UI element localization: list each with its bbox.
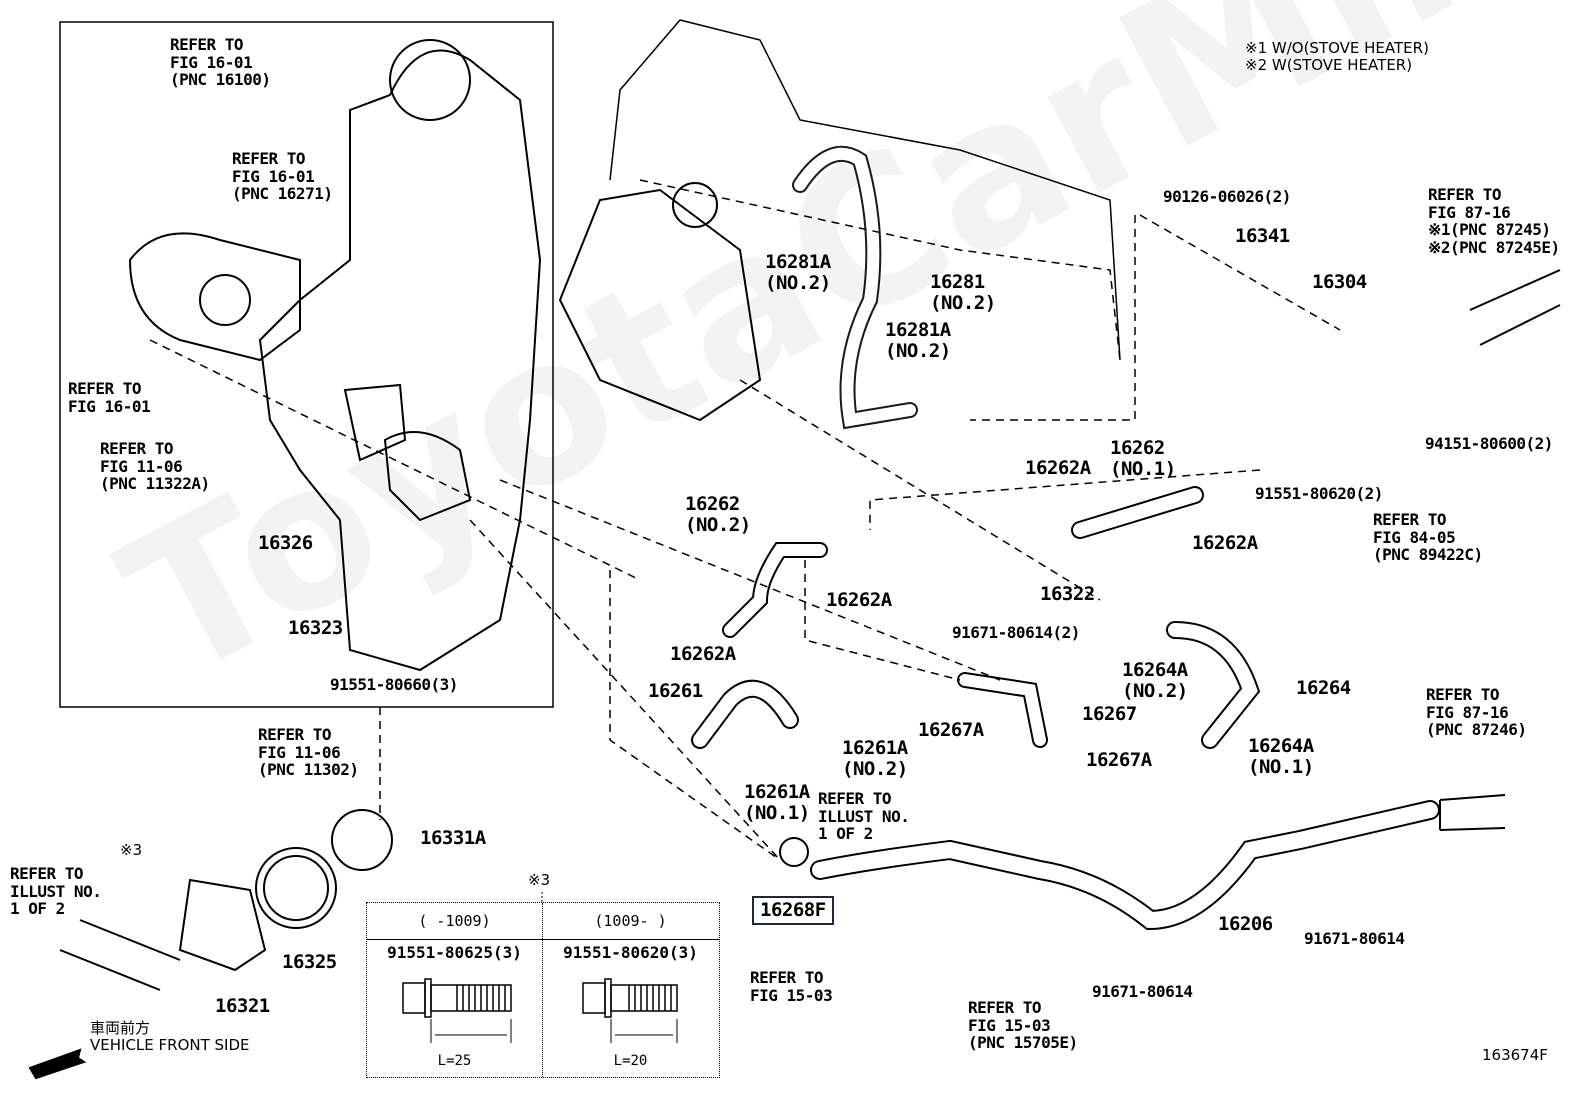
cover-seal [389, 39, 471, 121]
callout-refer-15705E: REFER TO FIG 15-03 (PNC 15705E) [968, 998, 1078, 1053]
bolt-length: L=20 [613, 1053, 648, 1069]
bolt-length: L=25 [437, 1053, 472, 1069]
callout-refer-11302: REFER TO FIG 11-06 (PNC 11302) [258, 725, 359, 780]
callout-refer-16100: REFER TO FIG 16-01 (PNC 16100) [170, 35, 271, 90]
part-16267A: 16267A [918, 719, 984, 741]
heater-hose-87245 [1469, 269, 1561, 346]
gasket-16325 [255, 847, 337, 929]
bolt-drawings [402, 978, 678, 1043]
part-91551-80620: 91551-80620(2) [1255, 484, 1383, 503]
table-header-range: ( -1009) [418, 912, 491, 930]
timing-cover [258, 49, 542, 672]
note-mark-3-table: ※3 [528, 871, 551, 889]
part-16261A-no1: 16261A (NO.1) [744, 781, 810, 824]
part-16268F-highlighted[interactable]: 16268F [752, 896, 834, 925]
housing-16323 [383, 431, 472, 522]
callout-refer-11322A: REFER TO FIG 11-06 (PNC 11322A) [100, 439, 210, 494]
throttle-port [672, 182, 718, 228]
callout-refer-87245: REFER TO FIG 87-16 ※1(PNC 87245) ※2(PNC … [1428, 185, 1560, 257]
thermostat-16331A [331, 809, 393, 871]
callout-refer-16-01: REFER TO FIG 16-01 [68, 379, 151, 416]
radiator-hose [59, 919, 181, 991]
table-header-range: (1009- ) [594, 912, 667, 930]
water-pump-pulley [199, 274, 251, 326]
table-part-number: 91551-80625(3) [387, 943, 522, 962]
part-16322: 16322 [1040, 583, 1095, 605]
table-part-number: 91551-80620(3) [563, 943, 698, 962]
part-16262A: 16262A [826, 589, 892, 611]
callout-refer-89422C: REFER TO FIG 84-05 (PNC 89422C) [1373, 510, 1483, 565]
part-91551-80660: 91551-80660(3) [330, 675, 458, 694]
part-16262A: 16262A [1192, 532, 1258, 554]
part-16206: 16206 [1218, 913, 1273, 935]
note-mark-3: ※3 [120, 841, 143, 859]
part-16281A: 16281A (NO.2) [765, 251, 831, 294]
inset-frame [59, 21, 554, 708]
throttle-body [558, 188, 762, 422]
bolt-head-icon [582, 982, 606, 1014]
part-91671-80614-2: 91671-80614(2) [952, 623, 1080, 642]
engine-block [609, 19, 1121, 361]
part-16323: 16323 [288, 617, 343, 639]
bolt-head-icon [402, 982, 426, 1014]
part-90126-06026: 90126-06026(2) [1163, 187, 1291, 206]
callout-refer-illust-left: REFER TO ILLUST NO. 1 OF 2 [10, 864, 102, 919]
part-16267A: 16267A [1086, 749, 1152, 771]
part-16264A-no2: 16264A (NO.2) [1122, 659, 1188, 702]
callout-refer-87246: REFER TO FIG 87-16 (PNC 87246) [1426, 685, 1527, 740]
part-16261A-no2: 16261A (NO.2) [842, 737, 908, 780]
part-16341: 16341 [1235, 225, 1290, 247]
callout-refer-15-03: REFER TO FIG 15-03 [750, 968, 833, 1005]
part-16262-no1: 16262 (NO.1) [1110, 437, 1176, 480]
part-16304: 16304 [1312, 271, 1367, 293]
inlet-16321 [178, 878, 267, 972]
o-ring-16268F [779, 837, 809, 867]
part-16262A: 16262A [1025, 457, 1091, 479]
diagram-id: 163674F [1482, 1046, 1548, 1064]
part-16281: 16281 (NO.2) [930, 271, 996, 314]
table-column-divider [542, 903, 543, 1077]
part-16262-no2: 16262 (NO.2) [685, 493, 751, 536]
part-16321: 16321 [215, 995, 270, 1017]
part-16264A-no1: 16264A (NO.1) [1248, 735, 1314, 778]
part-16326: 16326 [258, 532, 313, 554]
part-91671-80614: 91671-80614 [1092, 982, 1193, 1001]
part-94151-80600: 94151-80600(2) [1425, 434, 1553, 453]
callout-refer-illust: REFER TO ILLUST NO. 1 OF 2 [818, 789, 910, 844]
water-pump [128, 232, 301, 362]
part-16331A: 16331A [420, 827, 486, 849]
vehicle-front-label: 車両前方 VEHICLE FRONT SIDE [90, 1019, 250, 1054]
part-91671-80614: 91671-80614 [1304, 929, 1405, 948]
reference-lines [149, 179, 1341, 861]
part-16261: 16261 [648, 680, 703, 702]
part-16281A: 16281A (NO.2) [885, 319, 951, 362]
legend-notes: ※1 W/O(STOVE HEATER) ※2 W(STOVE HEATER) [1245, 39, 1429, 74]
part-16264: 16264 [1296, 677, 1351, 699]
gasket-16326 [343, 383, 407, 462]
bolt-variant-table: ( -1009) (1009- ) 91551-80625(3) 91551-8… [366, 902, 720, 1078]
part-16262A: 16262A [670, 643, 736, 665]
part-16267: 16267 [1082, 703, 1137, 725]
front-arrow-icon [28, 1048, 87, 1080]
table-header-divider [367, 939, 719, 940]
heater-hose-87246 [1439, 794, 1506, 831]
callout-refer-16271: REFER TO FIG 16-01 (PNC 16271) [232, 149, 333, 204]
part-16325: 16325 [282, 951, 337, 973]
